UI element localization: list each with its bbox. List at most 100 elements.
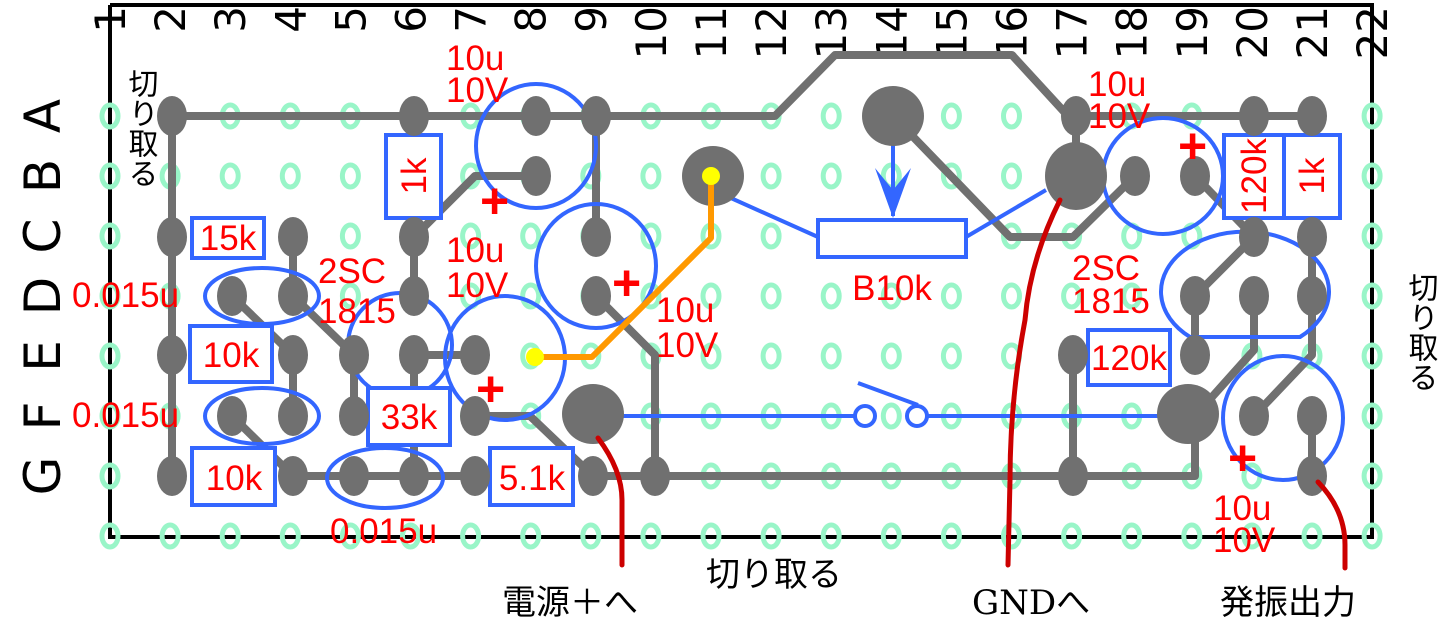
solder-pad	[278, 396, 308, 436]
solder-pad	[1297, 217, 1327, 257]
pot-body	[816, 218, 968, 259]
resistor-33k	[366, 386, 452, 447]
hole	[1001, 162, 1022, 190]
hole	[1361, 402, 1383, 430]
hole	[940, 102, 962, 130]
plus-icon: +	[480, 173, 509, 229]
solder-pad	[581, 217, 611, 257]
jumper-end	[702, 167, 720, 185]
hole	[1361, 162, 1383, 190]
power-lead	[595, 435, 625, 568]
resistor-1k-right	[1282, 133, 1342, 220]
hole	[339, 522, 361, 550]
ceramic-cap-outline	[325, 446, 445, 510]
resistor-120k-mid	[1086, 328, 1172, 387]
hole	[99, 162, 121, 190]
hole	[940, 282, 962, 310]
label-c4-volt: 10V	[1088, 97, 1151, 136]
hole	[99, 522, 121, 550]
components	[188, 82, 1345, 510]
hole	[1121, 282, 1143, 310]
solder-pad	[217, 276, 247, 316]
hole	[1361, 282, 1383, 310]
solder-pad	[1058, 335, 1088, 375]
hole	[1061, 282, 1083, 310]
hole	[940, 162, 962, 190]
solder-pad	[1180, 335, 1210, 375]
hole	[880, 522, 902, 550]
column-number: 6	[387, 6, 436, 33]
label-pot: B10k	[852, 269, 932, 308]
pot-wiper-pad	[862, 86, 924, 146]
column-number: 11	[687, 6, 736, 59]
column-number: 13	[807, 6, 856, 59]
solder-pad	[1058, 456, 1088, 496]
hole	[1001, 102, 1022, 130]
hole	[640, 522, 662, 550]
hole	[880, 342, 902, 370]
label-120k-mid: 120k	[1091, 339, 1167, 378]
solder-pad	[278, 456, 308, 496]
column-number: 9	[567, 6, 616, 33]
solder-pad	[460, 396, 490, 436]
electrolytic-cap-outline	[1221, 354, 1345, 482]
hole	[339, 222, 361, 250]
hole	[520, 222, 542, 250]
label-q-left-1: 2SC	[318, 252, 386, 291]
solder-pad	[157, 217, 187, 257]
large-pad	[1157, 384, 1219, 444]
hole	[1241, 522, 1263, 550]
solder-pad	[578, 456, 608, 496]
label-c2-cap: 10u	[446, 231, 504, 270]
column-number: 22	[1348, 6, 1397, 59]
hole	[99, 102, 121, 130]
hole	[640, 282, 662, 310]
hole	[339, 282, 361, 310]
hole	[1001, 522, 1022, 550]
solder-pads	[157, 96, 1327, 496]
output-lead	[1315, 479, 1348, 571]
hole	[940, 342, 962, 370]
hole	[1361, 522, 1383, 550]
label-10k-g: 10k	[206, 459, 263, 498]
solder-pad	[1239, 217, 1269, 257]
label-120k-top: 120k	[1235, 138, 1274, 214]
gnd-lead	[1005, 197, 1063, 568]
hole	[1301, 522, 1323, 550]
jumper-end	[526, 348, 544, 366]
solder-pad	[521, 96, 551, 136]
polarity-marks: + + + + +	[476, 118, 1257, 486]
hole	[880, 402, 902, 430]
hole	[1181, 522, 1203, 550]
hole	[1121, 522, 1143, 550]
column-number: 16	[988, 6, 1037, 59]
power-plus-label: 電源＋へ	[502, 583, 638, 623]
hole	[219, 162, 241, 190]
resistor-10k-e	[188, 324, 274, 384]
board-outline	[108, 3, 1374, 539]
hole	[820, 162, 842, 190]
label-1k-right: 1k	[1293, 157, 1332, 194]
column-number: 18	[1108, 6, 1157, 59]
row-letter: F	[14, 402, 72, 431]
plus-icon: +	[476, 361, 505, 417]
solder-pad	[460, 456, 490, 496]
column-number: 4	[266, 6, 315, 33]
solder-pad	[1061, 96, 1091, 136]
switch-lever	[857, 381, 919, 407]
solder-pad	[157, 456, 187, 496]
solder-pad	[278, 276, 308, 316]
hole	[520, 282, 542, 310]
label-c1-volt: 10V	[446, 71, 509, 110]
label-c3-volt: 10V	[656, 326, 719, 365]
column-number: 17	[1048, 6, 1097, 59]
hole	[700, 342, 722, 370]
hole	[880, 282, 902, 310]
ceramic-cap-outline	[203, 386, 321, 446]
label-c3-cap: 10u	[656, 291, 714, 330]
label-1k-left: 1k	[395, 157, 434, 194]
solder-pad	[1297, 396, 1327, 436]
trace	[1251, 237, 1316, 419]
row-letter: B	[14, 159, 72, 193]
hole	[1361, 342, 1383, 370]
